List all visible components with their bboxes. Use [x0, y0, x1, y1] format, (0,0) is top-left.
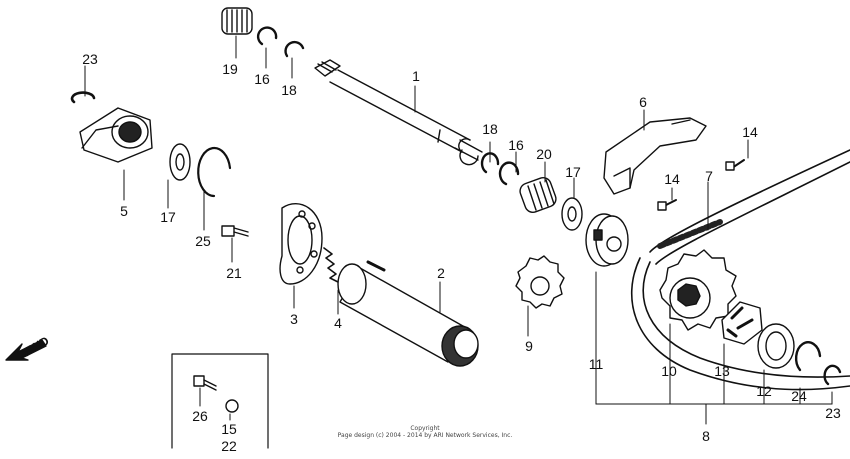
sleeve-tube-2: [337, 260, 479, 367]
washer-12: [757, 323, 795, 369]
callout-11: 11: [589, 356, 604, 372]
circlip-18-top: [284, 40, 305, 58]
circlip-25: [197, 146, 232, 198]
callout-21: 21: [226, 265, 242, 281]
callout-23-right: 23: [825, 405, 841, 421]
callout-19: 19: [222, 61, 238, 77]
bolt-14-left: [657, 199, 677, 211]
damper-13: [721, 301, 763, 345]
bolt-14-right: [725, 159, 745, 171]
circlip-18-mid: [480, 152, 500, 174]
circlip-23-right: [823, 364, 842, 386]
callout-3: 3: [290, 311, 298, 327]
fwd-label: FWD: [21, 333, 52, 359]
callout-14-right: 14: [742, 124, 758, 140]
bolt-26: [193, 375, 217, 391]
callout-17-left: 17: [160, 209, 176, 225]
callout-4: 4: [334, 315, 342, 331]
circlip-24: [794, 341, 822, 372]
washer-15: [225, 399, 239, 413]
leader-lines: [84, 35, 833, 425]
circlip-16-mid: [498, 161, 520, 186]
fwd-arrow-icon: [5, 339, 47, 361]
needle-bearing-20: [519, 176, 557, 214]
bolt-21: [221, 225, 249, 237]
callout-18-mid: 18: [482, 121, 498, 137]
callout-7: 7: [705, 168, 713, 184]
callout-10: 10: [661, 363, 677, 379]
callout-8: 8: [702, 428, 710, 444]
callout-15: 15: [221, 421, 237, 437]
callout-6: 6: [639, 94, 647, 110]
washer-17-left: [169, 143, 191, 181]
callout-5: 5: [120, 203, 128, 219]
needle-bearing-19: [221, 7, 253, 35]
callout-23-left: 23: [82, 51, 98, 67]
circlip-23-left: [70, 91, 96, 104]
callout-16-top: 16: [254, 71, 270, 87]
chain-cover-6: [603, 117, 707, 195]
step-boss-5: [79, 107, 153, 163]
callout-17-mid: 17: [565, 164, 581, 180]
callout-26: 26: [192, 408, 208, 424]
callout-1: 1: [412, 68, 420, 84]
spring-4: [323, 247, 339, 283]
callout-18-top: 18: [281, 82, 297, 98]
copyright-line-1: Copyright: [410, 425, 440, 432]
step-shaft-1: [314, 59, 483, 166]
inset-frame: [171, 353, 269, 449]
callout-2: 2: [437, 265, 445, 281]
callout-24: 24: [791, 388, 807, 404]
driven-sprocket-10: [659, 249, 737, 331]
callout-25: 25: [195, 233, 211, 249]
copyright-line-2: Page design (c) 2004 - 2014 by ARI Netwo…: [337, 432, 513, 439]
callout-20: 20: [536, 146, 552, 162]
drive-chain-7: [631, 149, 850, 391]
callout-9: 9: [525, 338, 533, 354]
callout-12: 12: [756, 383, 772, 399]
circlip-16-top: [256, 26, 278, 46]
bracket-plate-3: [279, 203, 323, 285]
callout-13: 13: [714, 363, 730, 379]
drive-sprocket-9: [515, 255, 565, 309]
callout-14-left: 14: [664, 171, 680, 187]
callout-16-mid: 16: [508, 137, 524, 153]
washer-17-mid: [561, 197, 583, 231]
callout-22: 22: [221, 438, 237, 454]
hub-11: [585, 213, 629, 267]
